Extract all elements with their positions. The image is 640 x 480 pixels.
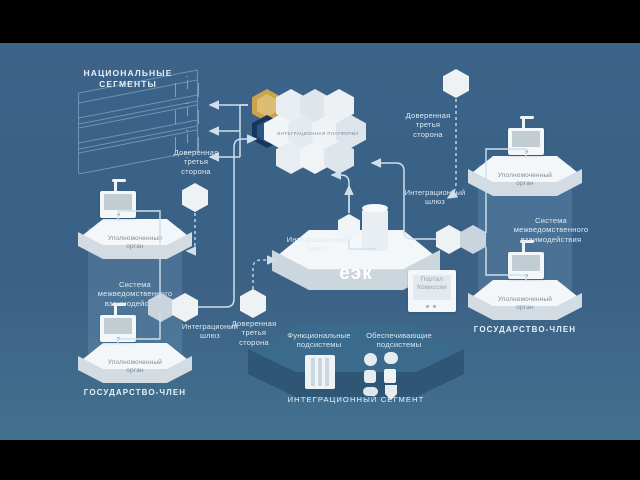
support-icon-cloud (384, 352, 398, 364)
gateway-hex-icon (436, 225, 462, 254)
trusted-third-party-top-right-label: Доверенная третья сторона (405, 111, 451, 139)
monitor-stand (522, 243, 525, 253)
server-slot (318, 358, 322, 386)
support-icon-badge (364, 370, 376, 383)
integration-segment-label: ИНТЕГРАЦИОННЫЙ СЕГМЕНТ (287, 395, 425, 404)
authorized-body-label: Уполномоченный орган (107, 235, 163, 250)
integration-platform-label: ИНТЕГРАЦИОННАЯ ПЛАТФОРМА (277, 131, 359, 136)
hex-gold-inner (257, 94, 277, 117)
national-segments-label: НАЦИОНАЛЬНЫЕ СЕГМЕНТЫ (83, 68, 173, 89)
authorized-body-label: Уполномоченный орган (497, 296, 553, 311)
authorized-body-platform-bottom (468, 280, 582, 320)
gateway-right-label: Интеграционный шлюз (404, 188, 466, 207)
monitor-stand (114, 306, 117, 316)
monitor (508, 252, 544, 279)
support-icon-link (363, 387, 378, 396)
gateway-hex-icon (172, 293, 198, 322)
support-icon-gear (364, 353, 377, 366)
monitor-stand-arm (520, 116, 534, 119)
diagram-canvas: НАЦИОНАЛЬНЫЕ СЕГМЕНТЫ ИНТЕГРАЦИОННАЯ ПЛА… (0, 43, 640, 440)
monitor (100, 191, 136, 218)
letterbox-bottom (0, 440, 640, 480)
monitor-stand-arm (112, 179, 126, 182)
server-slot (311, 358, 315, 386)
trusted-third-party-left-label: Доверенная третья сторона (173, 148, 219, 176)
gateway-hex-icon (338, 214, 360, 239)
letterbox-top (0, 0, 640, 43)
bank-hex-icon (443, 69, 469, 98)
trusted-third-party-bottom-left-label: Доверенная третья сторона (231, 319, 277, 347)
gateway-center-label: Интеграционный шлюз (286, 235, 348, 254)
database-cylinder-top (362, 204, 388, 212)
bank-hex-icon (182, 183, 208, 212)
monitor-stand (114, 182, 117, 192)
support-icon-doc (384, 369, 396, 383)
server-slot (325, 358, 329, 386)
authorized-body-label: Уполномоченный орган (107, 359, 163, 374)
monitor (100, 315, 136, 342)
support-subsystems-label: Обеспечивающие подсистемы (366, 331, 432, 350)
member-state-left-label: ГОСУДАРСТВО-ЧЛЕН (83, 388, 187, 397)
authorized-body-platform-bottom (78, 343, 192, 383)
eek-label: еэк (339, 263, 373, 284)
monitor-stand (522, 119, 525, 129)
database-cylinder (362, 207, 388, 251)
monitor-stand-arm (520, 240, 534, 243)
support-icon-shield (385, 385, 397, 400)
monitor-stand-arm (112, 303, 126, 306)
portal-monitor (408, 270, 456, 312)
functional-subsystems-label: Функциональные подсистемы (287, 331, 351, 350)
integration-segment-base (248, 325, 464, 397)
hex-cluster-j (324, 141, 354, 174)
member-state-right-label: ГОСУДАРСТВО-ЧЛЕН (473, 325, 577, 334)
gateway-left-label: Интеграционый шлюз (181, 322, 239, 341)
monitor (508, 128, 544, 155)
interagency-hex-icon (460, 225, 486, 254)
bank-hex-icon (240, 289, 266, 318)
authorized-body-label: Уполномоченный орган (497, 172, 553, 187)
portal-label: Портал Комиссии (417, 276, 447, 291)
interagency-system-right-label: Система межведомственного взаимодействия (513, 216, 589, 244)
